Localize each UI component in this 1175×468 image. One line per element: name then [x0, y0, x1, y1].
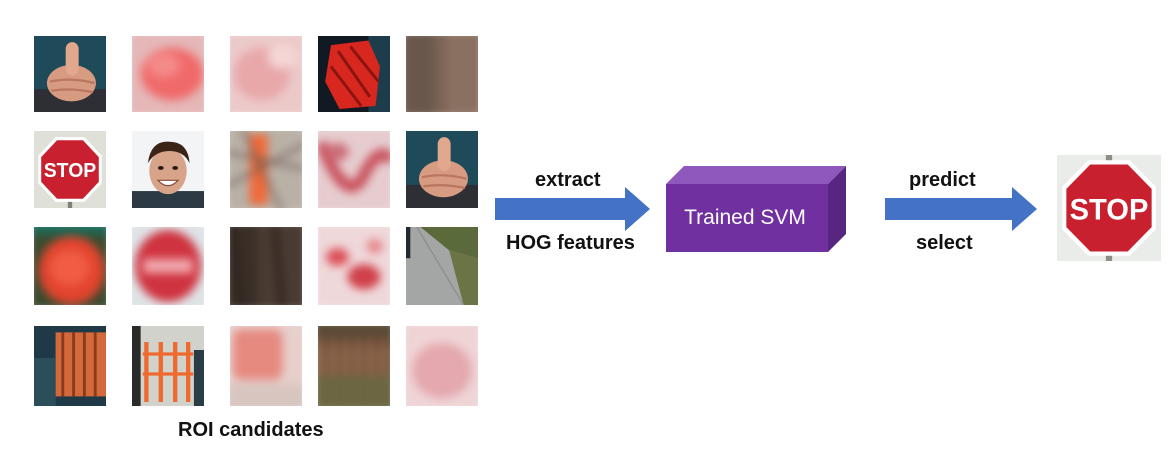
- roi-candidate-14: [318, 227, 390, 305]
- roi-candidate-10: [406, 131, 478, 208]
- roi-candidate-9: [318, 131, 390, 208]
- roi-candidate-15: [406, 227, 478, 305]
- selected-stop-sign-image: STOP: [1057, 155, 1161, 261]
- roi-candidate-3: [230, 36, 302, 112]
- trained-svm-box: [666, 166, 846, 252]
- roi-candidate-11: [34, 227, 106, 305]
- roi-candidates-caption: ROI candidates: [178, 419, 324, 441]
- roi-candidate-12: [132, 227, 204, 305]
- roi-candidate-8: [230, 131, 302, 208]
- roi-candidate-20: [406, 326, 478, 406]
- predict-arrow: [885, 187, 1038, 231]
- roi-candidate-13: [230, 227, 302, 305]
- roi-candidate-16: [34, 326, 106, 406]
- predict-label: predict: [909, 169, 976, 191]
- roi-candidate-5: [406, 36, 478, 112]
- extract-arrow: [495, 187, 651, 231]
- hog-features-label: HOG features: [506, 232, 635, 254]
- selected-stop-text: STOP: [1070, 193, 1149, 226]
- svg-text:STOP: STOP: [44, 160, 97, 183]
- roi-candidate-19: [318, 326, 390, 406]
- roi-candidate-18: [230, 326, 302, 406]
- trained-svm-label: Trained SVM: [684, 206, 806, 229]
- roi-candidate-6: STOP: [34, 131, 106, 208]
- roi-candidate-7: [132, 131, 204, 208]
- roi-candidate-17: [132, 326, 204, 406]
- extract-label: extract: [535, 169, 601, 191]
- roi-candidate-4: [318, 36, 390, 112]
- select-label: select: [916, 232, 973, 254]
- roi-candidate-2: [132, 36, 204, 112]
- roi-candidate-1: [34, 36, 106, 112]
